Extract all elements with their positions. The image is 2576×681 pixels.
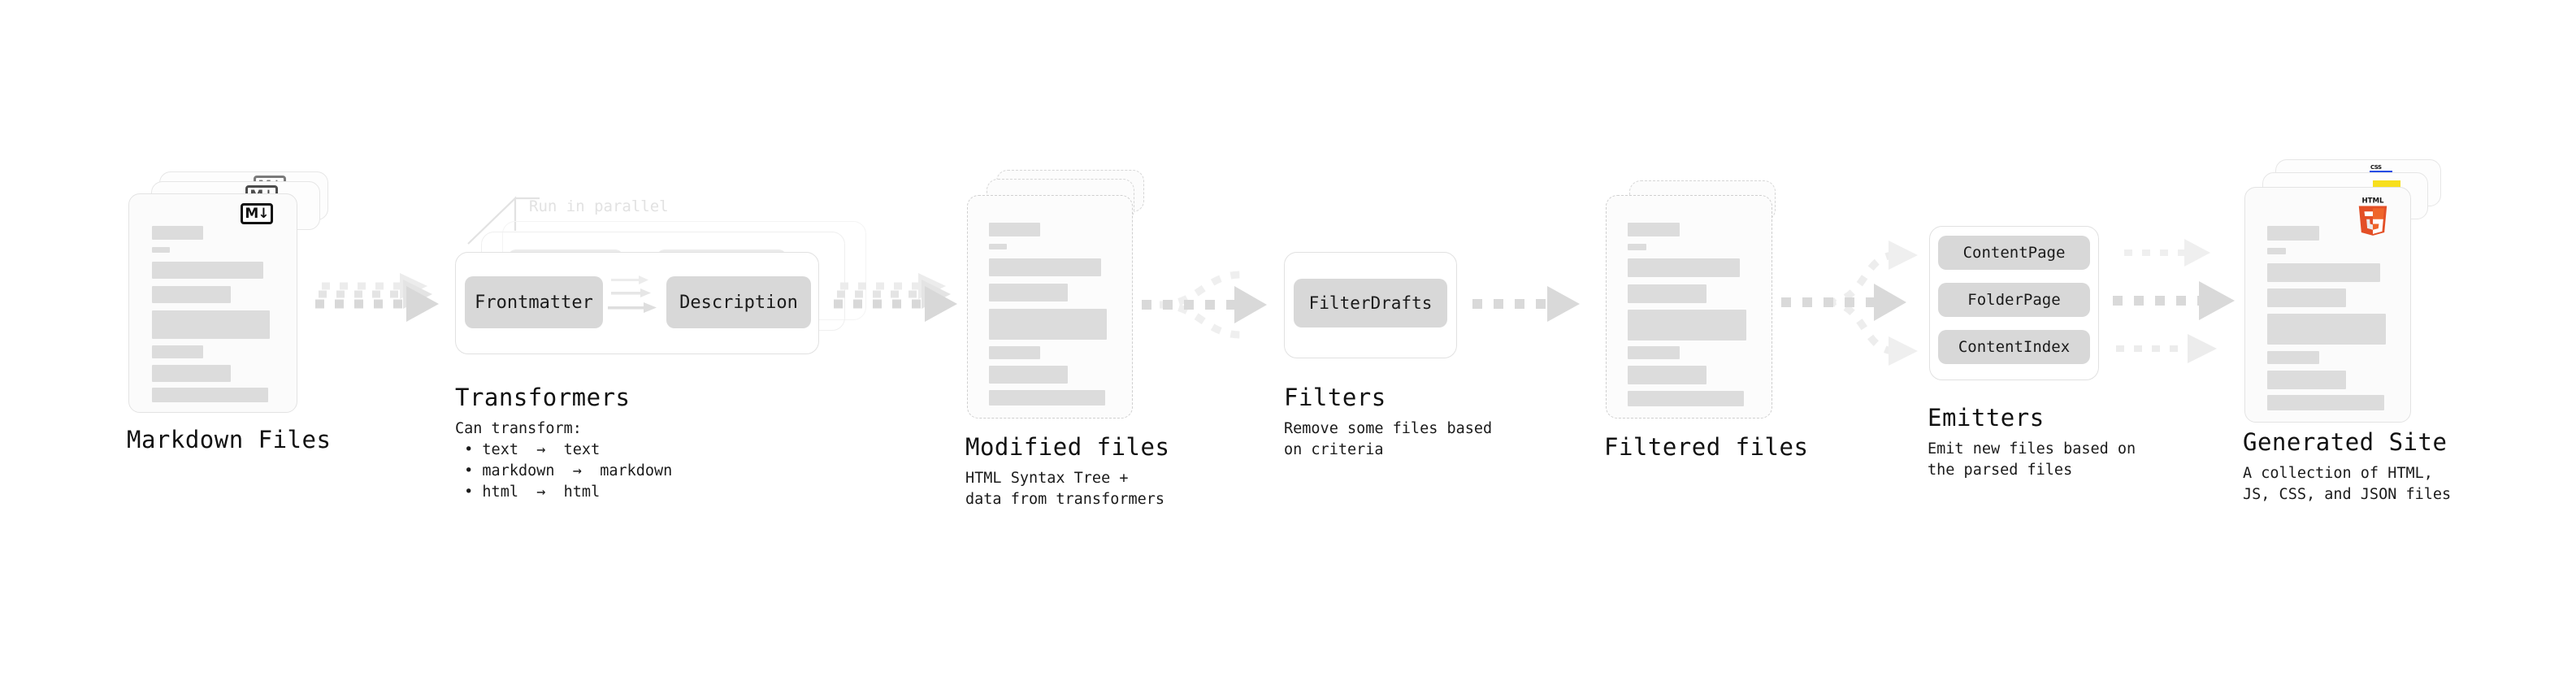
- transformer-chip-description[interactable]: Description: [666, 276, 811, 328]
- card-bar: [152, 262, 263, 279]
- stage-title-emitters: Emitters: [1928, 404, 2045, 432]
- card-bar: [2267, 351, 2319, 364]
- card-bar: [989, 223, 1040, 236]
- card-bar: [989, 390, 1105, 406]
- card-bar: [1628, 258, 1740, 277]
- svg-text:HTML: HTML: [2361, 197, 2384, 206]
- transformer-inner-arrows: [608, 275, 657, 313]
- card-bar: [989, 244, 1007, 249]
- emitters-subtitle: Emit new files based on the parsed files: [1928, 440, 2136, 479]
- transformers-subtitle: Can transform: • text → text • markdown …: [455, 420, 673, 501]
- emitter-chip-contentpage[interactable]: ContentPage: [1938, 236, 2090, 270]
- card-bar: [152, 286, 231, 303]
- card-bar: [1628, 244, 1646, 250]
- card-bar: [1628, 284, 1706, 303]
- run-in-parallel-label: Run in parallel: [529, 197, 669, 215]
- emitter-chip-contentindex[interactable]: ContentIndex: [1938, 330, 2090, 364]
- card-bar: [2267, 248, 2286, 254]
- transformer-chip-frontmatter[interactable]: Frontmatter: [465, 276, 603, 328]
- connector-transformers-to-modified-files: [834, 273, 957, 322]
- card-bar: [152, 310, 270, 339]
- card-bar: [989, 366, 1068, 384]
- card-bar: [989, 258, 1101, 276]
- card-bar: [2267, 371, 2346, 389]
- generated-site-subtitle: A collection of HTML, JS, CSS, and JSON …: [2243, 465, 2452, 503]
- markdown-icon: M↓: [241, 203, 273, 224]
- stage-title-filtered-files: Filtered files: [1604, 433, 1809, 461]
- card-bar: [1628, 223, 1680, 236]
- filtered-card-front: [1606, 195, 1772, 419]
- card-bar: [152, 365, 231, 382]
- run-in-parallel-leader: [467, 196, 540, 245]
- stage-title-generated-site: Generated Site: [2243, 428, 2448, 456]
- stage-title-transformers: Transformers: [455, 384, 631, 411]
- modified-files-subtitle: HTML Syntax Tree + data from transformer…: [965, 470, 1165, 508]
- card-bar: [1628, 310, 1746, 340]
- card-bar: [152, 226, 203, 240]
- card-bar: [989, 309, 1107, 340]
- card-bar: [2267, 288, 2346, 307]
- card-bar: [989, 346, 1040, 359]
- card-bar: [1628, 391, 1744, 406]
- stage-title-filters: Filters: [1284, 384, 1386, 411]
- connector-markdown-to-transformers: [315, 273, 439, 322]
- emitter-chip-folderpage[interactable]: FolderPage: [1938, 283, 2090, 317]
- card-bar: [2267, 226, 2319, 241]
- card-bar: [2267, 395, 2384, 410]
- filters-subtitle: Remove some files based on criteria: [1284, 420, 1493, 458]
- markdown-icon-label: M↓: [245, 205, 269, 222]
- markdown-card-front: [128, 193, 297, 413]
- connector-emitters-to-generated-site: [2113, 239, 2235, 363]
- modified-card-front: [967, 195, 1133, 419]
- card-bar: [2267, 263, 2380, 282]
- card-bar: [152, 345, 203, 358]
- connector-filtered-files-to-emitters: [1781, 241, 1918, 366]
- card-bar: [989, 284, 1068, 301]
- stage-title-markdown-files: Markdown Files: [127, 426, 332, 453]
- html5-icon: HTML: [2358, 197, 2387, 236]
- filter-chip-filterdrafts[interactable]: FilterDrafts: [1294, 279, 1447, 327]
- card-bar: [152, 247, 170, 253]
- connector-modified-files-to-filters: [1142, 271, 1267, 339]
- stage-title-modified-files: Modified files: [965, 433, 1170, 461]
- card-bar: [1628, 366, 1706, 384]
- connector-filters-to-filtered-files: [1472, 286, 1580, 322]
- card-bar: [152, 388, 268, 402]
- card-bar: [2267, 314, 2386, 345]
- card-bar: [1628, 346, 1680, 359]
- css-icon-label: CSS: [2370, 164, 2382, 171]
